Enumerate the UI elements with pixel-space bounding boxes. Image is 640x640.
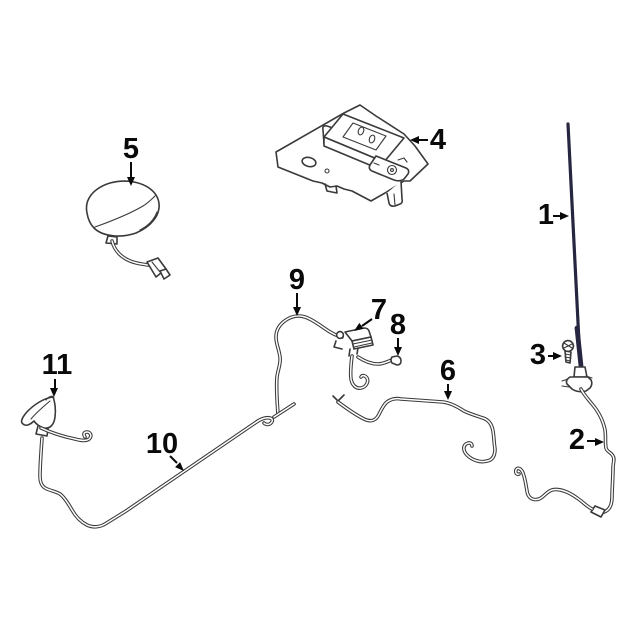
dome-connector-tip [159, 268, 171, 280]
callout-7-arrow [361, 318, 373, 327]
bracket-bottom-tab [324, 183, 338, 194]
dome-antenna [85, 180, 171, 280]
antenna-module-bracket [275, 104, 429, 207]
antenna-base-cable [513, 366, 616, 518]
callout-5-label: 5 [123, 133, 139, 165]
callout-10-arrow [169, 455, 178, 464]
branch-connector [390, 355, 402, 366]
callouts: 1 2 3 4 5 6 7 [42, 124, 604, 471]
callout-3: 3 [530, 339, 562, 371]
callout-8: 8 [390, 309, 406, 356]
antenna-cable-connector [590, 505, 606, 518]
callout-10: 10 [146, 428, 184, 471]
callout-11-label: 11 [42, 349, 73, 381]
retaining-bracket [20, 395, 93, 443]
dome-rim-line [139, 211, 158, 231]
dome-crease-line [94, 195, 156, 228]
callout-8-label: 8 [390, 309, 406, 341]
callout-6-label: 6 [440, 355, 456, 387]
callout-4: 4 [410, 124, 446, 156]
module-connector-block [368, 155, 410, 182]
callout-6: 6 [440, 355, 456, 400]
amplifier-legs [348, 347, 359, 357]
extension-cable [332, 394, 497, 464]
extension-cable-clip [332, 394, 345, 402]
bracket-hole-small [324, 168, 330, 174]
antenna-mast [566, 122, 584, 369]
callout-7: 7 [354, 294, 387, 331]
feeder-cable-run [274, 314, 344, 416]
callout-1-label: 1 [538, 199, 554, 231]
feeder-cable [272, 314, 344, 419]
retaining-bracket-sail [20, 396, 57, 429]
callout-2-label: 2 [569, 424, 585, 456]
antenna-base-ferrule [573, 366, 588, 378]
branch-connector-body [390, 355, 402, 366]
bracket-foot-flange [386, 180, 404, 207]
amplifier-under-bracket [333, 340, 343, 350]
callout-9: 9 [289, 264, 305, 316]
retaining-bracket-notch [45, 395, 55, 401]
mounting-screw [561, 339, 575, 364]
callout-1: 1 [538, 199, 569, 231]
callout-4-label: 4 [430, 124, 446, 156]
bracket-hole [301, 156, 317, 168]
module-clip [335, 330, 345, 340]
extension-cable-run [336, 396, 497, 464]
module-top-cutout [342, 122, 387, 151]
antenna-cable-upper [579, 387, 616, 514]
callout-7-label: 7 [371, 294, 387, 326]
callout-9-label: 9 [289, 264, 305, 296]
amplifier-module [333, 327, 394, 390]
mast-rod [566, 122, 582, 364]
callout-3-label: 3 [530, 339, 546, 371]
mast-lower-section [574, 325, 584, 369]
callout-2: 2 [569, 424, 604, 456]
callout-10-label: 10 [146, 428, 178, 460]
dome-antenna-body [85, 180, 160, 237]
callout-11: 11 [42, 349, 73, 397]
callout-5: 5 [123, 133, 139, 186]
antenna-base-flange [565, 376, 593, 393]
